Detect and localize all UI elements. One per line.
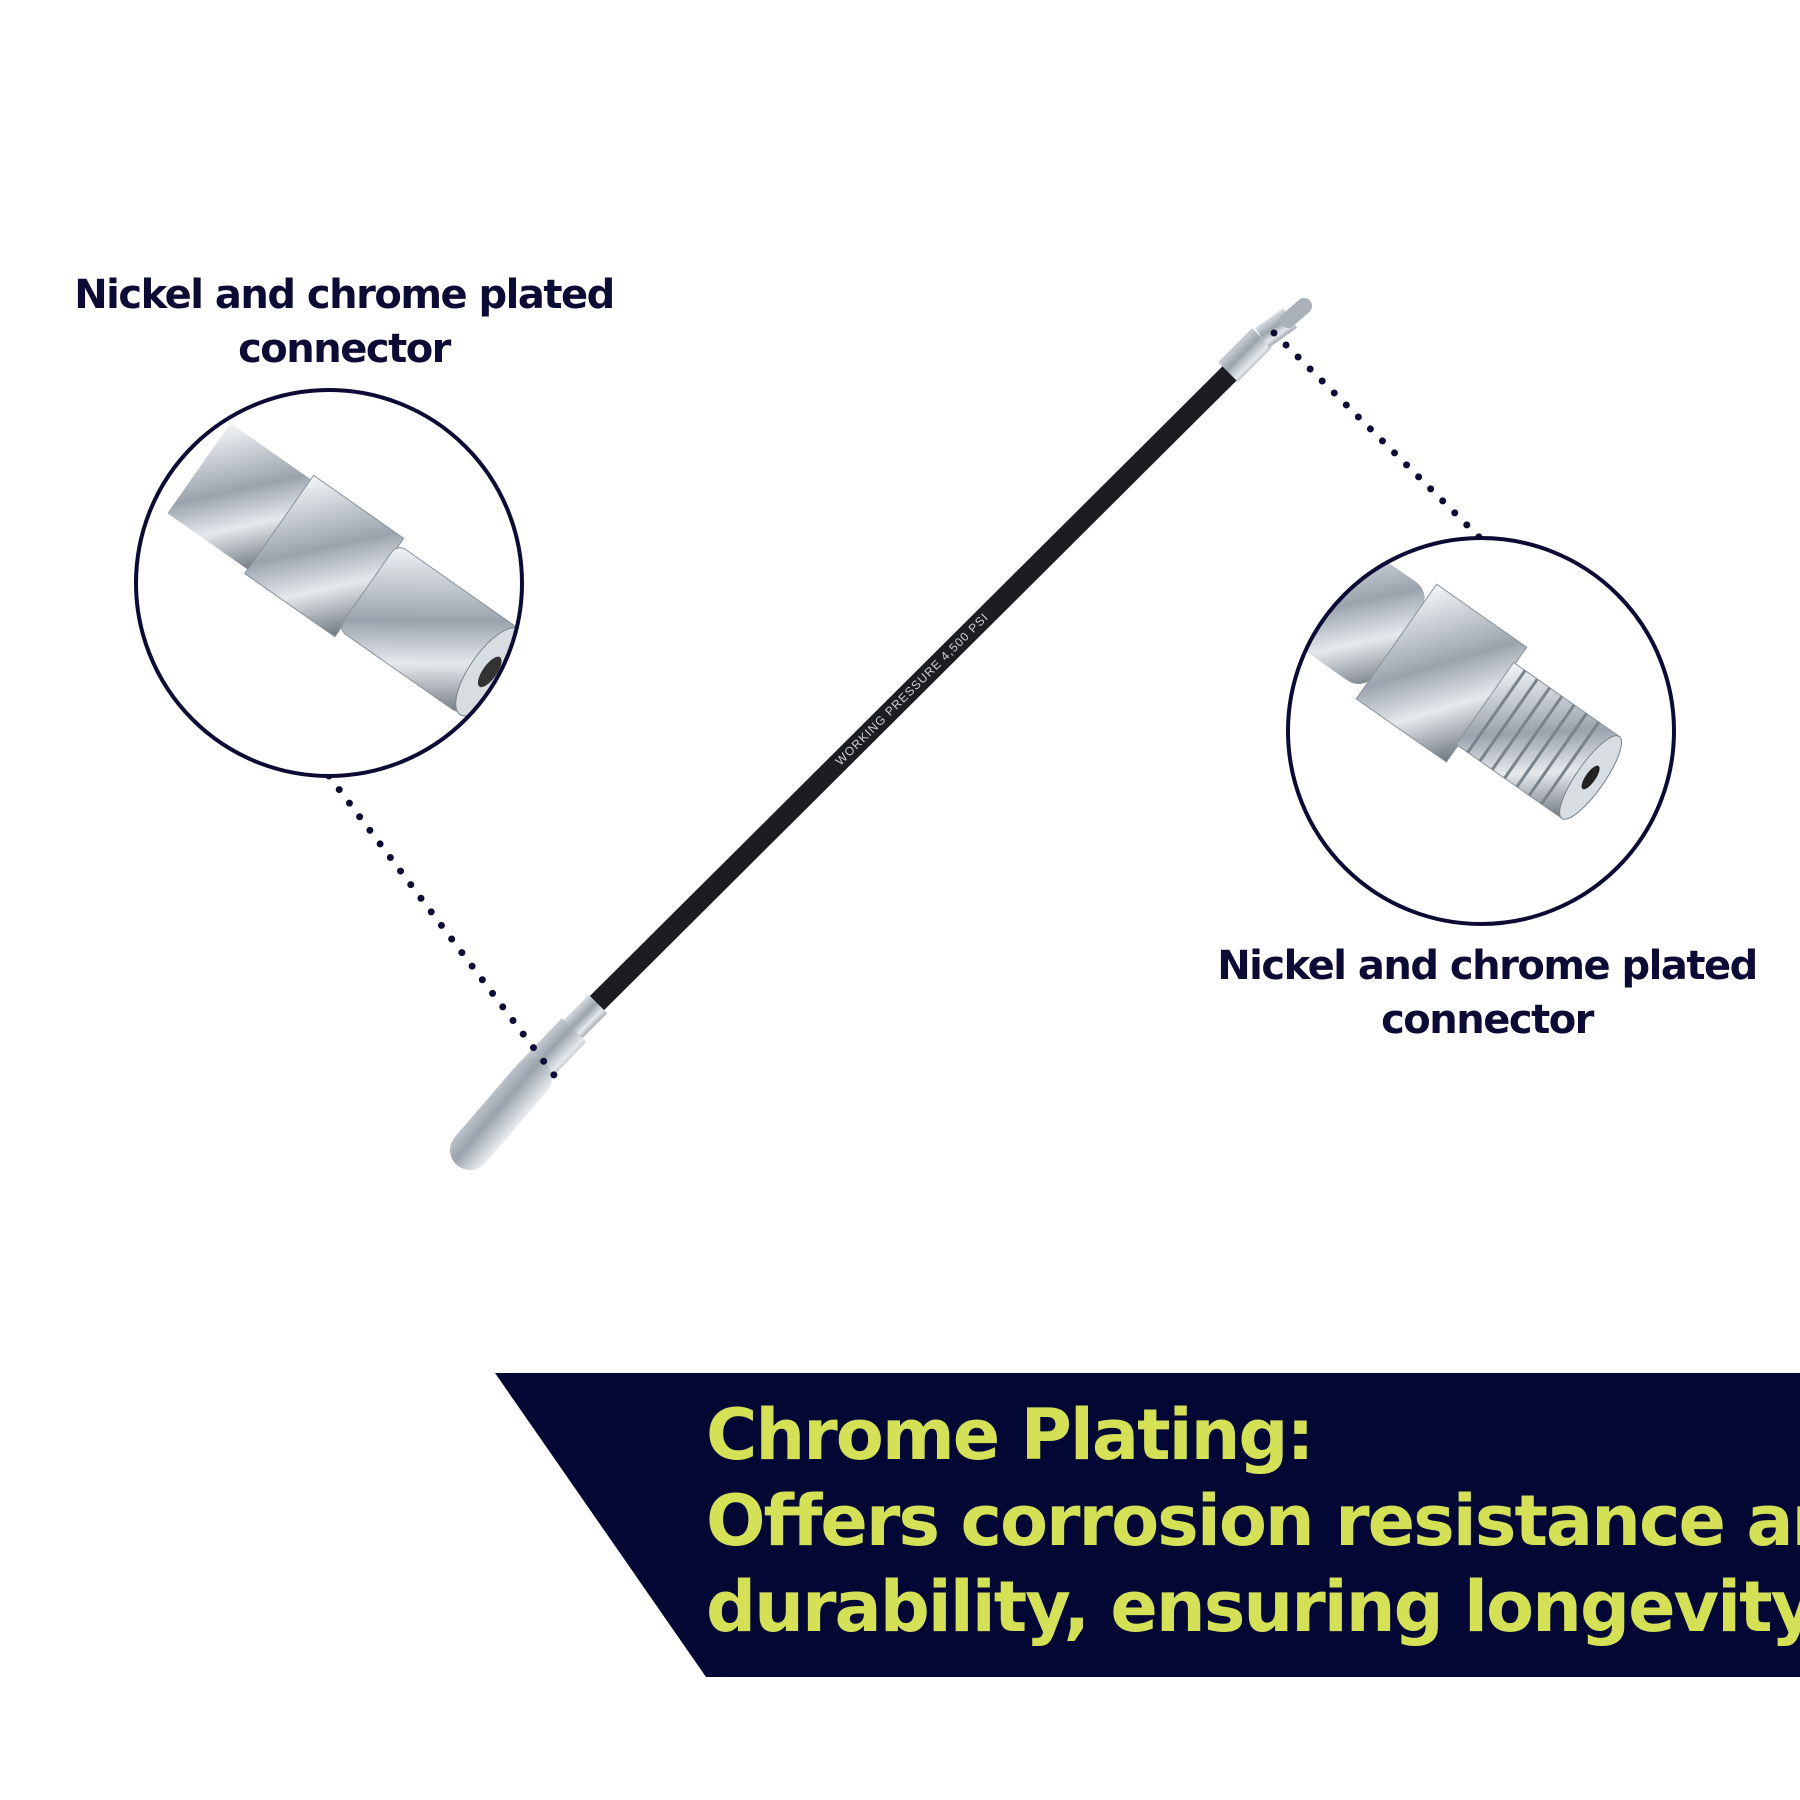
banner-line-2: Offers corrosion resistance and	[706, 1480, 1800, 1562]
leader-line-right	[1270, 329, 1483, 541]
threaded-end-detail-circle	[1286, 536, 1676, 926]
banner-background	[495, 1373, 1800, 1677]
callout-label-left: Nickel and chrome plated connector	[24, 268, 664, 376]
coupler-detail-image	[138, 392, 520, 774]
callout-label-left-line1: Nickel and chrome plated	[74, 272, 615, 318]
grease-hose	[450, 298, 1312, 1170]
leader-line-left	[325, 772, 561, 1083]
callout-label-right-line1: Nickel and chrome plated	[1217, 943, 1758, 989]
callout-label-left-line2: connector	[238, 326, 451, 372]
banner-heading: Chrome Plating:	[706, 1394, 1315, 1476]
callout-label-right: Nickel and chrome plated connector	[1167, 939, 1800, 1047]
banner-line-3: durability, ensuring longevity	[706, 1566, 1800, 1648]
threaded-end-detail-image	[1290, 540, 1672, 922]
callout-label-right-line2: connector	[1381, 997, 1594, 1043]
coupler-detail-circle	[134, 388, 524, 778]
banner-text: Chrome Plating: Offers corrosion resista…	[706, 1392, 1800, 1650]
